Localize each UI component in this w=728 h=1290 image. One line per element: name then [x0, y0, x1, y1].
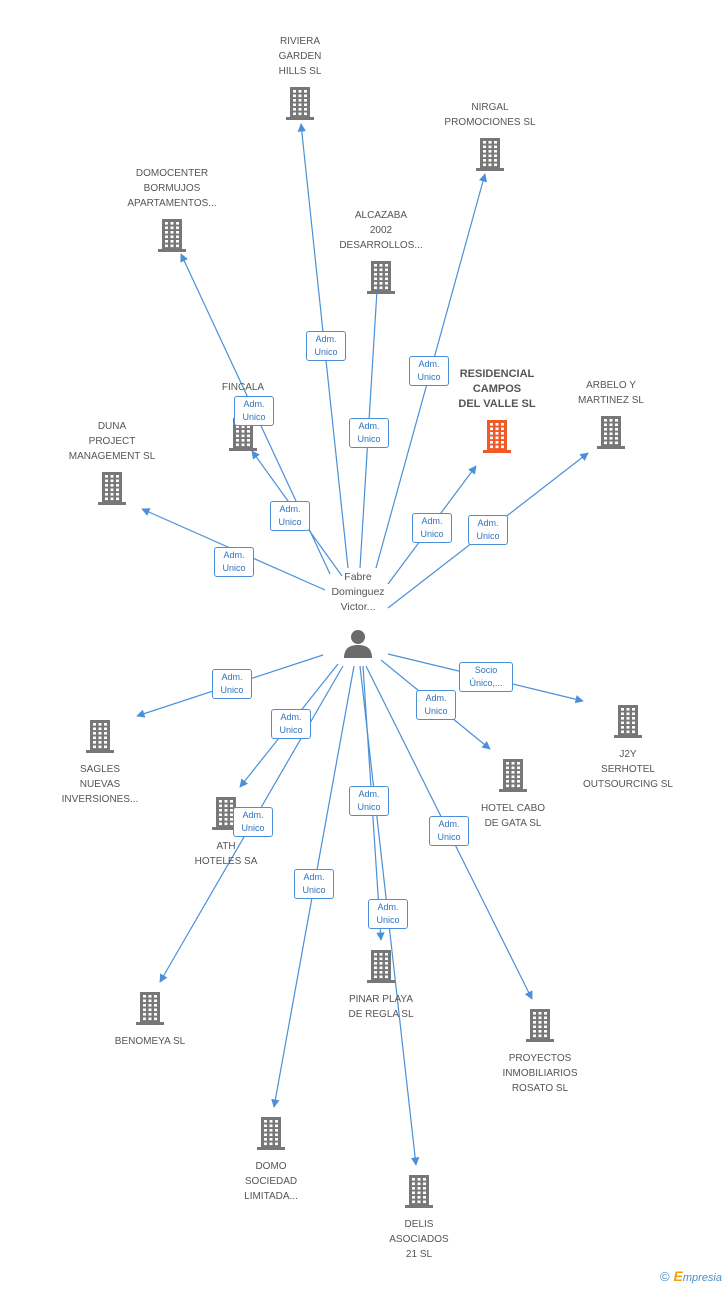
brand-logo-text: mpresia	[682, 1272, 722, 1284]
company-name: HOTEL CABO DE GATA SL	[480, 803, 546, 829]
relation-tag-fincala[interactable]: Adm. Unico	[270, 501, 310, 531]
building-icon	[483, 420, 511, 453]
company-name: ALCAZABA 2002 DESARROLLOS...	[339, 210, 423, 251]
company-name: RIVIERA GARDEN HILLS SL	[278, 36, 322, 77]
building-icon	[136, 992, 164, 1025]
building-icon	[286, 87, 314, 120]
building-icon	[405, 1175, 433, 1208]
company-name: PROYECTOS INMOBILIARIOS ROSATO SL	[502, 1053, 578, 1094]
building-icon	[86, 720, 114, 753]
relation-tag-benomeya[interactable]: Adm. Unico	[233, 807, 273, 837]
company-node-alcazaba[interactable]: ALCAZABA 2002 DESARROLLOS...	[316, 208, 446, 295]
company-node-sagles[interactable]: SAGLES NUEVAS INVERSIONES...	[35, 718, 165, 807]
company-name: DOMOCENTER BORMUJOS APARTAMENTOS...	[127, 168, 217, 209]
relation-tag-hotelcabo[interactable]: Adm. Unico	[416, 690, 456, 720]
company-node-proyectos[interactable]: PROYECTOS INMOBILIARIOS ROSATO SL	[475, 1007, 605, 1096]
company-node-arbelo[interactable]: ARBELO Y MARTINEZ SL	[546, 378, 676, 450]
building-icon	[212, 797, 240, 830]
relation-tag-delis[interactable]: Adm. Unico	[368, 899, 408, 929]
relation-tag-domo[interactable]: Adm. Unico	[294, 869, 334, 899]
brand-logo: Empresia	[674, 1268, 722, 1284]
company-node-pinar[interactable]: PINAR PLAYA DE REGLA SL	[316, 948, 446, 1022]
company-node-benomeya[interactable]: BENOMEYA SL	[85, 990, 215, 1049]
company-node-domocenter[interactable]: DOMOCENTER BORMUJOS APARTAMENTOS...	[107, 166, 237, 253]
company-name: DOMO SOCIEDAD LIMITADA...	[244, 1161, 298, 1202]
company-node-hotelcabo[interactable]: HOTEL CABO DE GATA SL	[448, 757, 578, 831]
relation-tag-arbelo[interactable]: Adm. Unico	[468, 515, 508, 545]
relation-tag-pinar[interactable]: Adm. Unico	[349, 786, 389, 816]
company-node-j2y[interactable]: J2Y SERHOTEL OUTSOURCING SL	[563, 703, 693, 792]
relation-tag-nirgal[interactable]: Adm. Unico	[409, 356, 449, 386]
relation-tag-j2y[interactable]: Socio Único,...	[459, 662, 513, 692]
relation-tag-ath[interactable]: Adm. Unico	[271, 709, 311, 739]
company-node-duna[interactable]: DUNA PROJECT MANAGEMENT SL	[47, 419, 177, 506]
relation-tag-alcazaba[interactable]: Adm. Unico	[349, 418, 389, 448]
company-node-ath[interactable]: ATH HOTELES SA	[161, 795, 291, 869]
company-node-riviera[interactable]: RIVIERA GARDEN HILLS SL	[235, 34, 365, 121]
person-icon	[344, 630, 372, 658]
building-icon	[526, 1009, 554, 1042]
building-icon	[614, 705, 642, 738]
relation-tag-duna[interactable]: Adm. Unico	[214, 547, 254, 577]
relation-tag-riviera[interactable]: Adm. Unico	[306, 331, 346, 361]
company-name: ARBELO Y MARTINEZ SL	[578, 380, 644, 406]
company-node-domo[interactable]: DOMO SOCIEDAD LIMITADA...	[206, 1115, 336, 1204]
company-node-residencial[interactable]: RESIDENCIAL CAMPOS DEL VALLE SL	[432, 367, 562, 454]
company-name: NIRGAL PROMOCIONES SL	[444, 102, 536, 128]
company-node-nirgal[interactable]: NIRGAL PROMOCIONES SL	[425, 100, 555, 172]
relation-tag-domocenter[interactable]: Adm. Unico	[234, 396, 274, 426]
company-name: ATH HOTELES SA	[194, 841, 258, 867]
brand-logo-letter: E	[673, 1268, 683, 1284]
building-icon	[257, 1117, 285, 1150]
copyright-symbol: ©	[659, 1268, 670, 1284]
building-icon	[229, 418, 257, 451]
brand-watermark: © Empresia	[660, 1268, 722, 1284]
relation-tag-proyectos[interactable]: Adm. Unico	[429, 816, 469, 846]
relation-tag-residencial[interactable]: Adm. Unico	[412, 513, 452, 543]
building-icon	[367, 950, 395, 983]
company-name: SAGLES NUEVAS INVERSIONES...	[61, 764, 139, 805]
company-name: RESIDENCIAL CAMPOS DEL VALLE SL	[458, 368, 536, 410]
company-name: BENOMEYA SL	[114, 1036, 186, 1047]
company-name: PINAR PLAYA DE REGLA SL	[348, 994, 414, 1020]
building-icon	[98, 472, 126, 505]
central-person[interactable]: Fabre Dominguez Victor...	[311, 570, 405, 658]
building-icon	[597, 416, 625, 449]
building-icon	[499, 759, 527, 792]
building-icon	[158, 219, 186, 252]
building-icon	[367, 261, 395, 294]
relation-tag-sagles[interactable]: Adm. Unico	[212, 669, 252, 699]
company-name: DELIS ASOCIADOS 21 SL	[389, 1219, 449, 1260]
building-icon	[476, 138, 504, 171]
person-name: Fabre Dominguez Victor...	[331, 571, 385, 613]
company-name: DUNA PROJECT MANAGEMENT SL	[68, 421, 156, 462]
company-node-delis[interactable]: DELIS ASOCIADOS 21 SL	[354, 1173, 484, 1262]
company-name: J2Y SERHOTEL OUTSOURCING SL	[582, 749, 673, 790]
